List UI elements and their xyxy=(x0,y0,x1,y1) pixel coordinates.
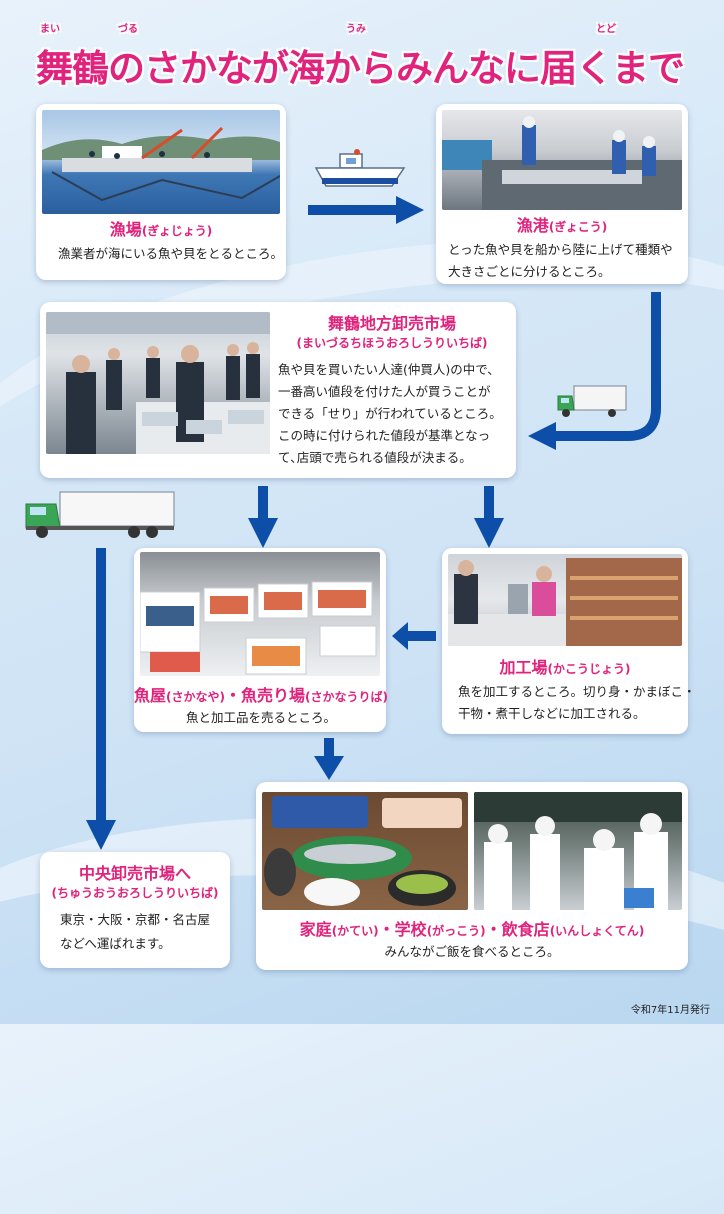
card-fishing-port: 漁港(ぎょこう) とった魚や貝を船から陸に上げて種類や 大きさごとに分けるところ… xyxy=(436,104,688,284)
card-local-market: 舞鶴地方卸売市場 (まいづるちほうおろしうりいちば) 魚や貝を買いたい人達(仲買… xyxy=(40,302,516,478)
issue-date: 令和7年11月発行 xyxy=(630,1005,710,1016)
page-title: まい づる うみ とど 舞鶴のさかなが海からみんなに届くまで xyxy=(36,20,696,90)
card-home-school-restaurant: 家庭(かてい)・学校(がっこう)・飲食店(いんしょくてん) みんながご飯を食べる… xyxy=(256,782,688,970)
card-processing: 加工場(かこうじょう) 魚を加工するところ。切り身・かまぼこ・ 干物・煮干しなど… xyxy=(442,548,696,734)
arrow-curve-icon xyxy=(528,292,661,450)
central-market-reading: (ちゅうおうおろしうりいちば) xyxy=(51,886,219,900)
processing-text-2: 干物・煮干しなどに加工される。 xyxy=(458,706,646,721)
photo-fishing-ground xyxy=(42,110,280,214)
fishing-ground-text: 漁業者が海にいる魚や貝をとるところ。 xyxy=(58,246,284,261)
card-central-market: 中央卸売市場へ (ちゅうおうおろしうりいちば) 東京・大阪・京都・名古屋 などへ… xyxy=(40,852,230,968)
central-market-text-1: 東京・大阪・京都・名古屋 xyxy=(60,912,211,927)
local-market-reading: (まいづるちほうおろしうりいちば) xyxy=(296,336,488,350)
central-market-text-2: などへ運ばれます。 xyxy=(60,936,171,951)
boat-icon xyxy=(314,149,406,187)
arrow-left-icon xyxy=(392,622,436,650)
arrow-down-icon xyxy=(474,486,504,548)
home-text: みんながご飯を食べるところ。 xyxy=(384,944,560,959)
photo-school-kitchen xyxy=(474,792,682,910)
photo-fish-shop xyxy=(140,552,380,676)
arrow-down-icon xyxy=(248,486,278,548)
card-fish-shop: 魚屋(さかなや)・魚売り場(さかなうりば) 魚と加工品を売るところ。 xyxy=(134,548,388,732)
local-market-text-4: この時に付けられた値段が基準となっ xyxy=(278,428,491,443)
photo-home-meal xyxy=(262,792,468,910)
home-heading: 家庭(かてい)・学校(がっこう)・飲食店(いんしょくてん) xyxy=(299,920,645,939)
local-market-text-2: 一番高い値段を付けた人が買うことが xyxy=(278,384,491,399)
card-fishing-ground: 漁場(ぎょじょう) 漁業者が海にいる魚や貝をとるところ。 xyxy=(36,104,286,280)
truck-icon xyxy=(25,491,175,538)
local-market-text-1: 魚や貝を買いたい人達(仲買人)の中で、 xyxy=(278,362,500,377)
arrow-down-icon xyxy=(86,548,116,850)
fishing-port-heading: 漁港(ぎょこう) xyxy=(516,216,608,235)
fishing-port-text-1: とった魚や貝を船から陸に上げて種類や xyxy=(448,242,673,257)
title-ruby: とど xyxy=(596,24,616,35)
photo-processing xyxy=(448,554,682,646)
arrow-right-icon xyxy=(308,196,424,224)
photo-fishing-port xyxy=(442,110,682,210)
fish-shop-text: 魚と加工品を売るところ。 xyxy=(186,710,337,725)
fishing-ground-heading: 漁場(ぎょじょう) xyxy=(109,220,213,239)
central-market-heading: 中央卸売市場へ xyxy=(78,864,191,883)
fishing-port-text-2: 大きさごとに分けるところ。 xyxy=(448,264,611,279)
photo-local-market xyxy=(46,312,270,454)
truck-icon xyxy=(557,385,627,417)
fish-shop-heading: 魚屋(さかなや)・魚売り場(さかなうりば) xyxy=(134,686,388,705)
processing-text-1: 魚を加工するところ。切り身・かまぼこ・ xyxy=(458,684,696,699)
arrow-down-icon xyxy=(314,738,344,780)
title-text: 舞鶴のさかなが海からみんなに届くまで xyxy=(36,47,685,90)
processing-heading: 加工場(かこうじょう) xyxy=(499,658,631,677)
local-market-text-3: できる「せり」が行われているところ。 xyxy=(278,406,502,421)
title-ruby: づる xyxy=(118,24,138,35)
local-market-heading: 舞鶴地方卸売市場 xyxy=(327,314,456,333)
title-ruby: うみ xyxy=(346,24,366,35)
title-ruby: まい xyxy=(40,24,60,35)
local-market-text-5: て､店頭で売られる値段が決まる。 xyxy=(278,450,472,465)
